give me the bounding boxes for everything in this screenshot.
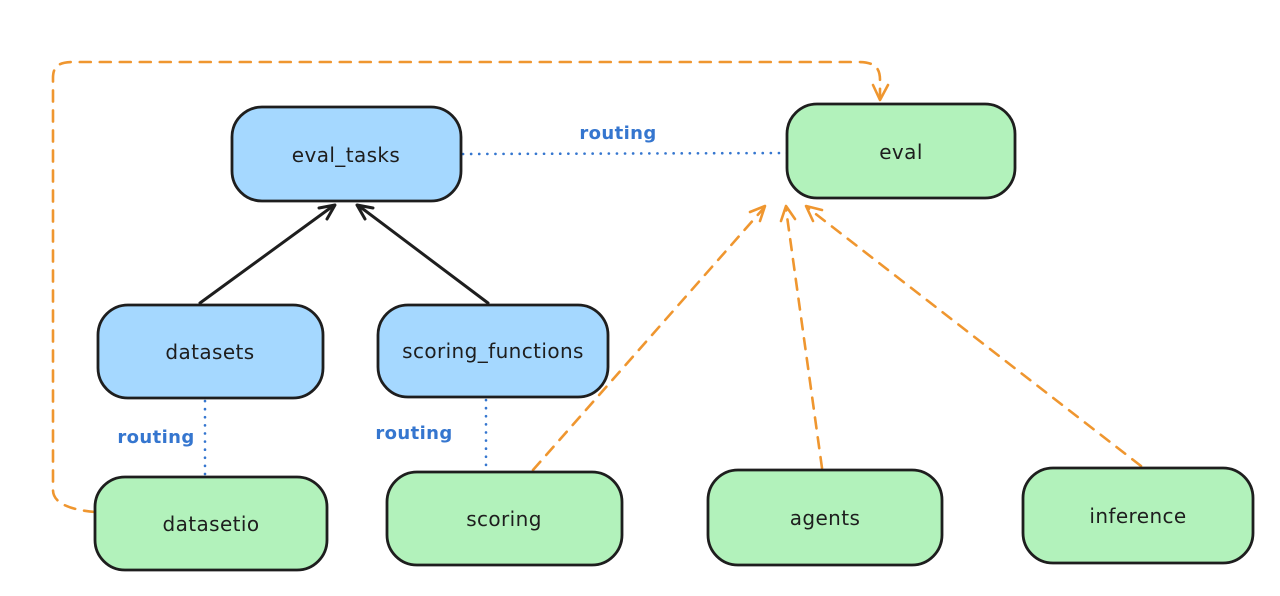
- node-scoring-box: [385, 470, 624, 567]
- node-eval-box: [785, 102, 1017, 200]
- node-datasets-box: [96, 303, 325, 400]
- node-agents: agents: [706, 468, 944, 567]
- node-inference: inference: [1021, 466, 1255, 565]
- node-datasets: datasets: [96, 303, 325, 400]
- node-eval-label: eval: [879, 140, 923, 164]
- node-datasetio-label: datasetio: [162, 512, 259, 536]
- arrowhead-datasets-to-eval_tasks: [317, 203, 337, 221]
- node-scoring-functions-box: [376, 303, 610, 399]
- node-inference-box: [1021, 466, 1255, 565]
- arrowhead-inference-to-eval: [804, 204, 824, 223]
- arrowhead-agents-to-eval: [779, 204, 797, 223]
- node-agents-label: agents: [790, 506, 861, 530]
- node-datasetio: datasetio: [93, 475, 329, 572]
- routing-label-left: routing: [117, 427, 194, 448]
- arrowhead-scoring-to-eval: [748, 204, 767, 223]
- node-datasetio-box: [93, 475, 329, 572]
- node-agents-box: [706, 468, 944, 567]
- node-eval-tasks-box: [230, 105, 463, 203]
- routing-label-middle: routing: [375, 423, 452, 444]
- node-scoring: scoring: [385, 470, 624, 567]
- node-scoring-functions: scoring_functions: [376, 303, 610, 399]
- edge-datasets-to-eval_tasks: [198, 204, 335, 305]
- node-inference-label: inference: [1089, 504, 1186, 528]
- arrowhead-datasetio-to-eval: [871, 83, 890, 102]
- edge-scoring-to-eval: [531, 207, 765, 472]
- arrowhead-scoring_functions-to-eval_tasks: [355, 203, 375, 221]
- node-scoring-label: scoring: [466, 507, 542, 531]
- edge-datasetio-to-eval: [51, 60, 882, 514]
- node-datasets-label: datasets: [165, 340, 254, 364]
- edge-scoring_functions-to-eval_tasks: [357, 204, 490, 305]
- edge-inference-to-eval: [806, 206, 1143, 468]
- node-eval-tasks-label: eval_tasks: [292, 143, 400, 167]
- node-eval-tasks: eval_tasks: [230, 105, 463, 203]
- node-scoring-functions-label: scoring_functions: [402, 339, 584, 363]
- edge-eval_tasks-to-eval: [461, 151, 789, 156]
- routing-label-top: routing: [579, 123, 656, 144]
- node-eval: eval: [785, 102, 1017, 200]
- edge-agents-to-eval: [784, 207, 824, 470]
